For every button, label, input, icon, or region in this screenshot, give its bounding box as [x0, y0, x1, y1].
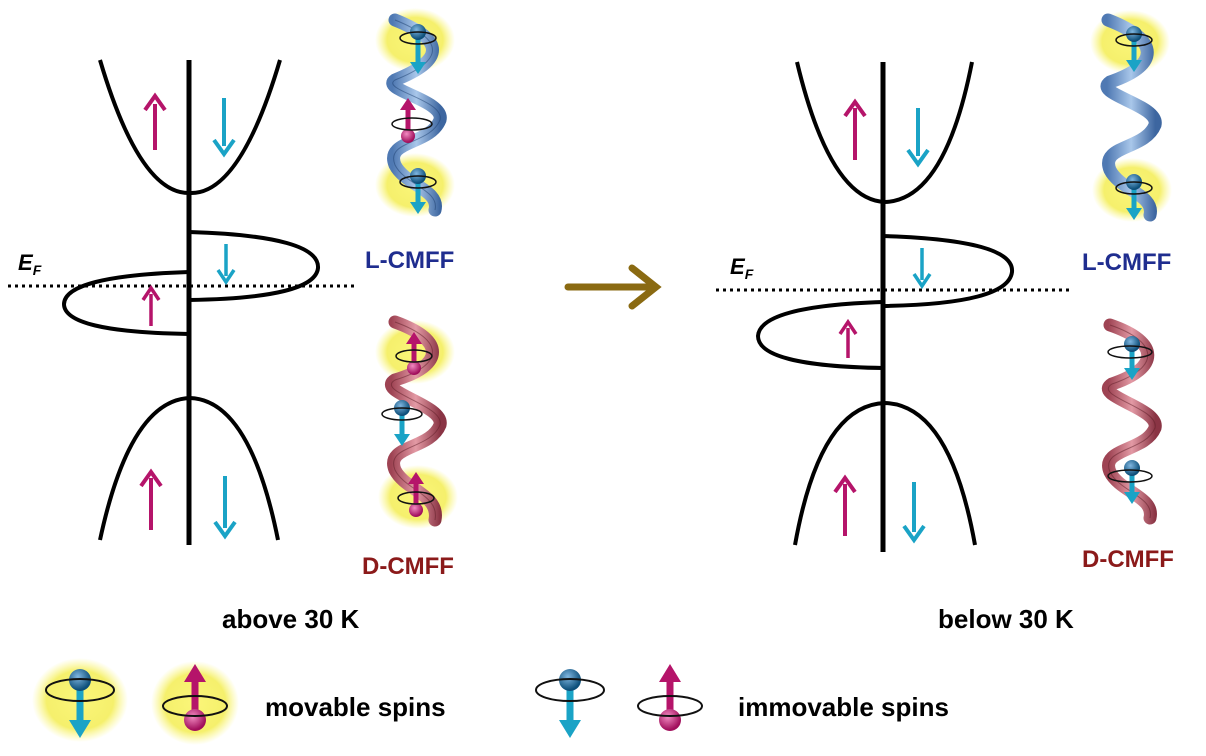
spin-up-arrow: [143, 92, 167, 150]
spin-ball-down: [1115, 26, 1153, 72]
legend-immovable-up-spin: [637, 664, 703, 731]
left-d-cmff-label: D-CMFF: [362, 553, 454, 580]
spin-ball-down: [381, 400, 423, 446]
spin-down-arrow: [212, 98, 236, 158]
left-d-helix: [375, 315, 458, 529]
right-d-helix: [1102, 318, 1162, 525]
left-ef-label: EF: [18, 250, 42, 278]
spin-down-arrow: [906, 108, 930, 168]
left-l-cmff-label: L-CMFF: [365, 247, 454, 274]
spin-down-arrow: [216, 244, 236, 286]
spin-down-arrow: [902, 482, 926, 544]
legend: movable spins immovable spins: [32, 658, 949, 745]
spin-ball-down: [1115, 174, 1153, 220]
right-l-cmff-label: L-CMFF: [1082, 249, 1171, 276]
legend-immovable-down-spin: [535, 669, 605, 738]
spin-ball-up: [391, 98, 433, 143]
left-band-diagram: EF: [8, 59, 358, 545]
legend-movable-up-spin: [151, 661, 239, 745]
left-l-helix: [375, 8, 455, 217]
spin-ball-down: [399, 24, 437, 74]
spin-up-arrow: [833, 474, 857, 536]
legend-movable-down-spin: [32, 658, 128, 742]
left-right-lobe: [188, 230, 321, 302]
spin-ball-up: [395, 332, 433, 375]
spin-ball-up: [397, 472, 435, 517]
spin-down-arrow: [912, 248, 932, 290]
spin-down-arrow: [213, 476, 237, 540]
spin-up-arrow: [141, 284, 161, 326]
spin-ball-down: [1107, 460, 1153, 504]
legend-movable-label: movable spins: [265, 692, 446, 722]
transition-arrow: [564, 264, 662, 310]
right-l-helix: [1090, 10, 1172, 222]
legend-immovable-label: immovable spins: [738, 692, 949, 722]
spin-up-arrow: [843, 98, 867, 160]
right-d-cmff-label: D-CMFF: [1082, 546, 1174, 573]
spin-up-arrow: [838, 318, 858, 358]
spin-ball-down: [399, 168, 437, 214]
left-left-lobe: [61, 270, 190, 336]
right-caption: below 30 K: [938, 604, 1074, 634]
right-right-lobe: [882, 234, 1015, 308]
spin-ball-down: [1107, 336, 1153, 380]
right-band-diagram: EF: [716, 61, 1070, 552]
left-caption: above 30 K: [222, 604, 360, 634]
right-left-lobe: [755, 300, 884, 370]
spin-up-arrow: [139, 468, 163, 530]
right-ef-label: EF: [730, 254, 754, 282]
